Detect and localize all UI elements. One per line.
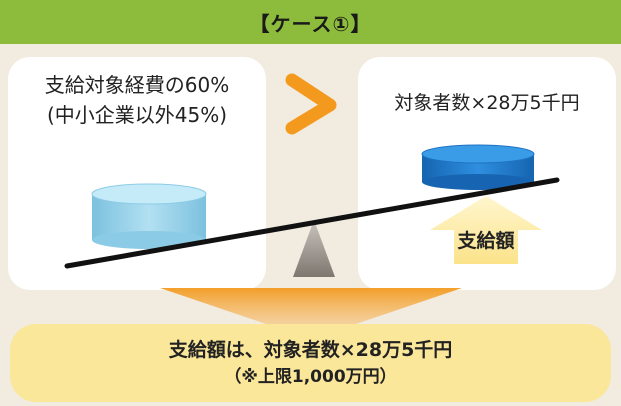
funnel-shape <box>160 288 462 326</box>
header-title: 【ケース①】 <box>249 11 372 36</box>
arrow-label: 支給額 <box>457 230 515 252</box>
left-panel-text: 支給対象経費の60% (中小企業以外45%) <box>8 70 266 130</box>
left-panel-line2: (中小企業以外45%) <box>46 103 228 127</box>
result-box: 支給額は、対象者数×28万5千円 （※上限1,000万円） <box>10 324 611 402</box>
left-panel <box>8 57 266 290</box>
balance-beam <box>64 177 560 269</box>
dark-cylinder-icon <box>421 144 535 190</box>
light-cylinder-icon <box>91 183 207 249</box>
result-line1: 支給額は、対象者数×28万5千円 <box>168 339 453 361</box>
right-panel-text: 対象者数×28万5千円 <box>394 92 580 114</box>
header-bar: 【ケース①】 <box>0 0 621 44</box>
up-arrow-icon <box>430 196 542 264</box>
greater-than-icon <box>285 73 337 135</box>
left-panel-line1: 支給対象経費の60% <box>44 73 230 97</box>
result-line2: （※上限1,000万円） <box>224 367 397 387</box>
fulcrum-icon <box>293 220 335 277</box>
